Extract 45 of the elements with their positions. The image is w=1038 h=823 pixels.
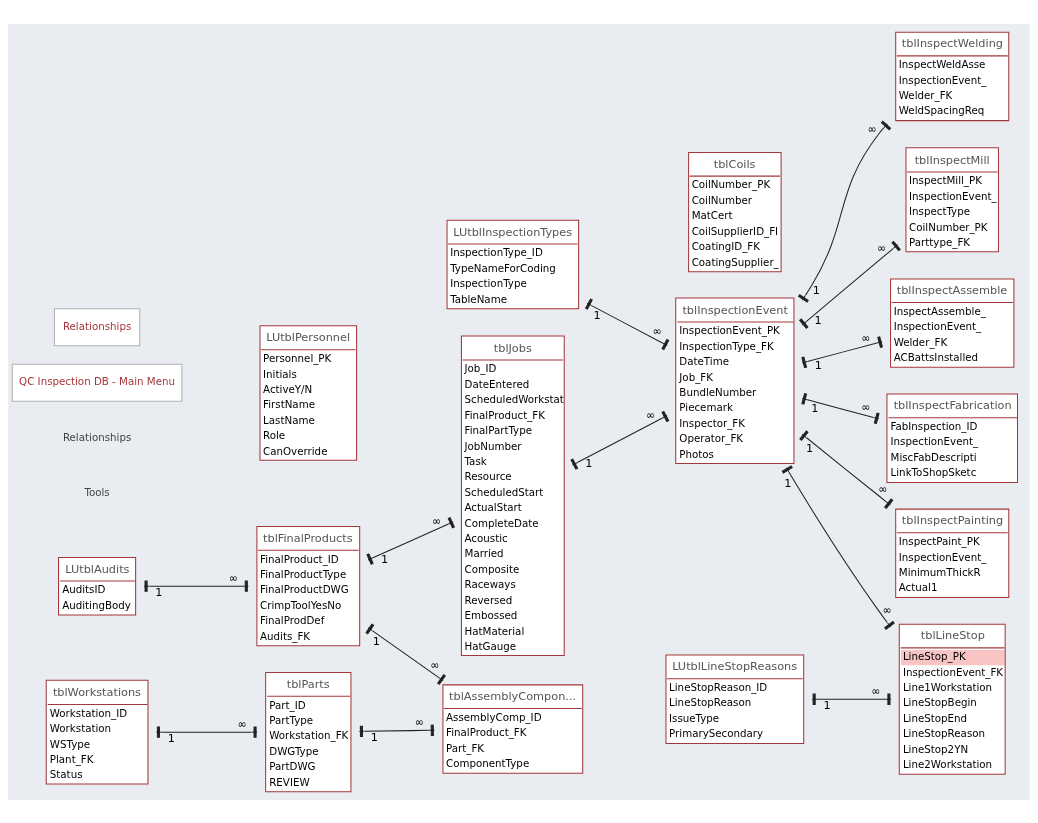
label: QC Inspection DB - Main Menu xyxy=(19,374,176,387)
connector xyxy=(811,693,892,705)
label: ∞ xyxy=(878,482,888,496)
connector xyxy=(799,429,894,509)
connector xyxy=(155,726,258,738)
connector xyxy=(365,622,446,685)
label: 1 xyxy=(167,731,175,745)
label: 1 xyxy=(593,308,601,322)
connector xyxy=(797,120,892,303)
label: ∞ xyxy=(877,241,887,255)
label: ∞ xyxy=(861,331,871,345)
label: 1 xyxy=(811,401,819,415)
connector xyxy=(143,580,249,592)
label: ∞ xyxy=(228,571,239,585)
connector xyxy=(570,410,670,470)
label: 1 xyxy=(814,313,822,327)
connector xyxy=(781,464,895,630)
label: ∞ xyxy=(871,684,881,698)
connector xyxy=(801,392,880,424)
label: Relationships xyxy=(62,430,132,443)
connector xyxy=(799,240,901,329)
label: ∞ xyxy=(652,324,662,338)
label: ∞ xyxy=(882,603,892,617)
label: Tools xyxy=(84,485,110,498)
label: 1 xyxy=(370,730,378,744)
connector xyxy=(366,516,455,565)
label: ∞ xyxy=(237,717,247,731)
label: 1 xyxy=(381,552,389,566)
label: 1 xyxy=(814,358,823,372)
label: 1 xyxy=(805,441,814,455)
label: 1 xyxy=(812,283,820,297)
label: Relationships xyxy=(62,319,132,332)
label: 1 xyxy=(155,585,163,599)
label: ∞ xyxy=(867,122,877,136)
label: ∞ xyxy=(430,658,440,672)
label: 1 xyxy=(372,634,380,648)
connector xyxy=(801,335,884,368)
connector xyxy=(584,297,670,350)
label: 1 xyxy=(823,698,831,712)
label: ∞ xyxy=(414,715,425,729)
label: ∞ xyxy=(432,514,442,528)
label: ∞ xyxy=(646,408,656,422)
label: 1 xyxy=(585,456,593,470)
label: 1 xyxy=(784,476,792,490)
label: ∞ xyxy=(861,400,871,414)
